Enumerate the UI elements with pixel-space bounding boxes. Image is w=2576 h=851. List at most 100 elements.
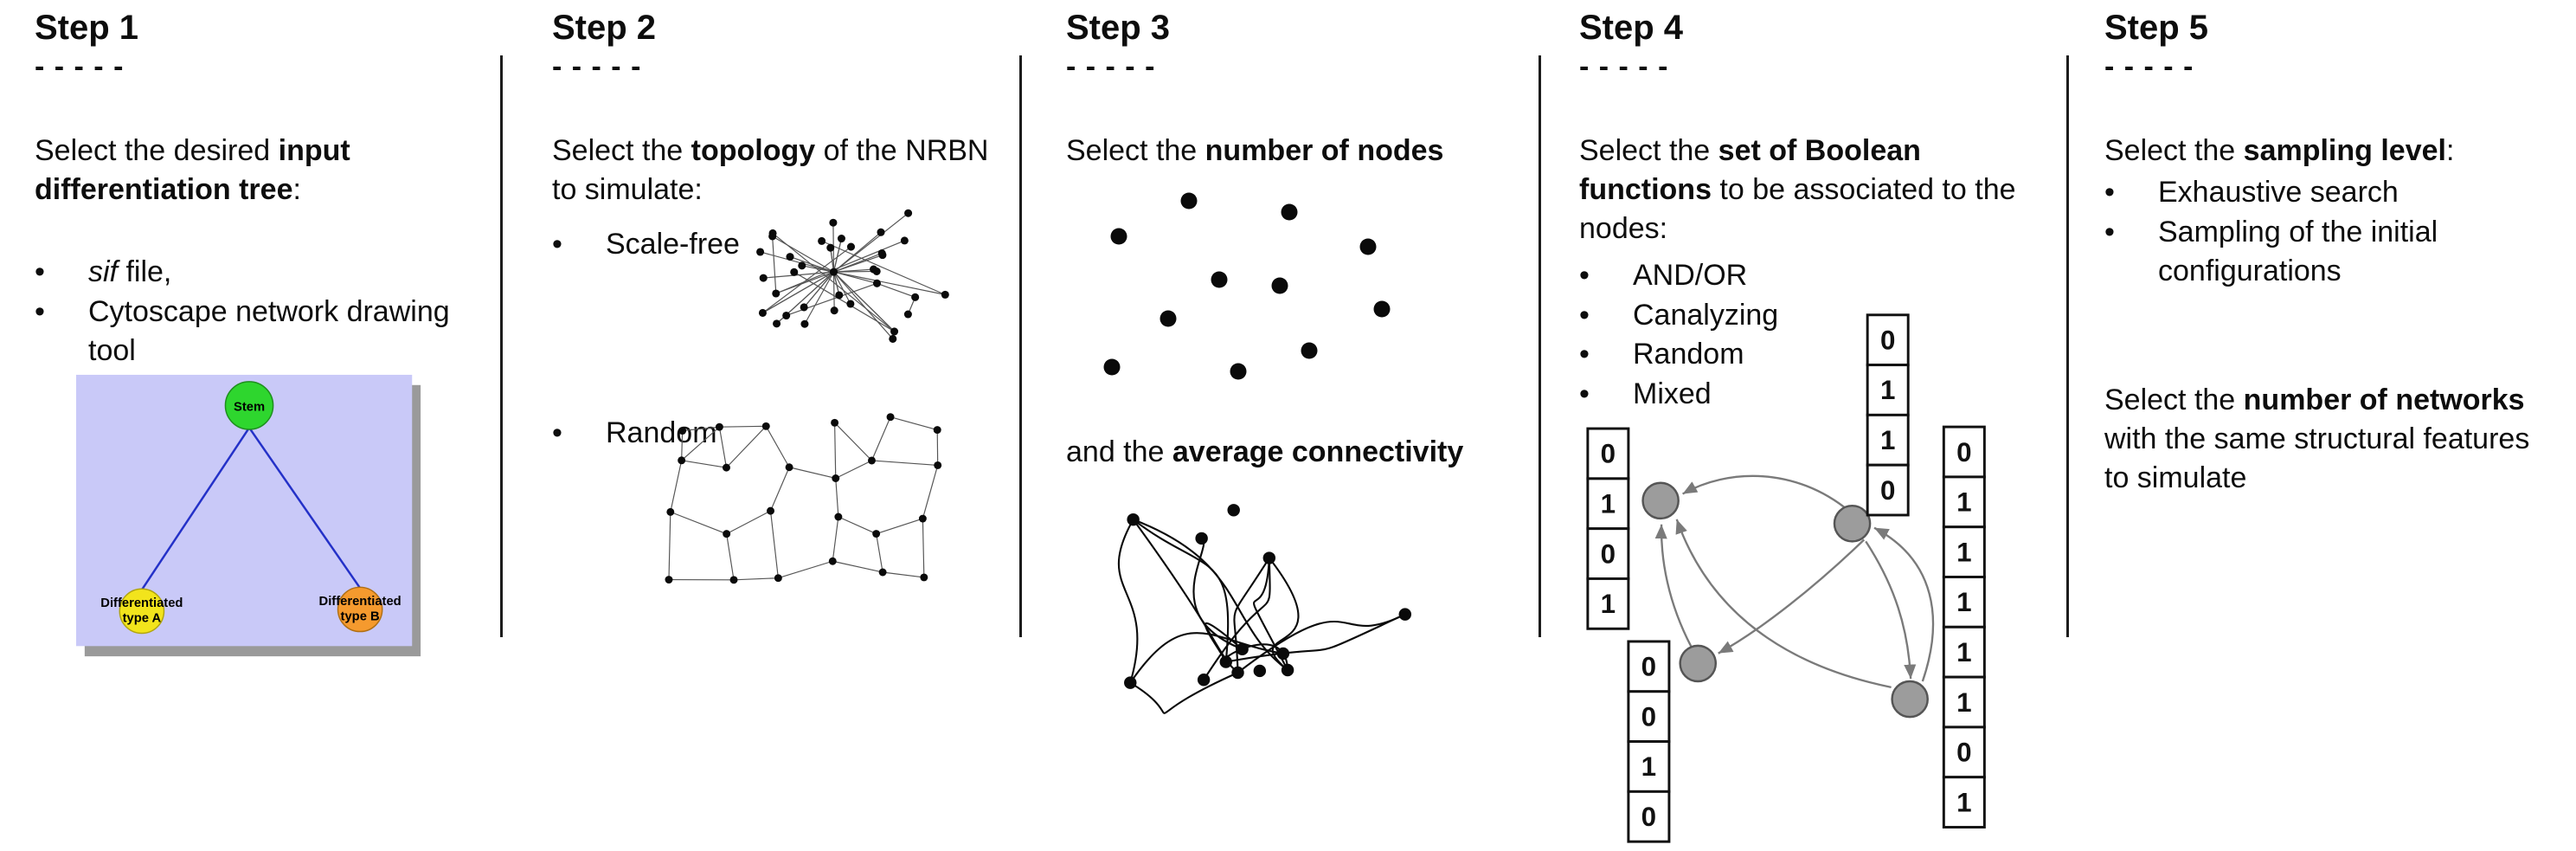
- svg-text:0: 0: [1641, 701, 1656, 732]
- bullet-text: AND/OR: [1633, 259, 1748, 292]
- svg-text:0: 0: [1880, 325, 1895, 355]
- leaf-a-label-line1: Differentiated: [100, 596, 183, 610]
- svg-text:0: 0: [1641, 802, 1656, 832]
- step-title: Step 2: [552, 9, 657, 47]
- step-second-text: Select the number of networks with the s…: [2104, 381, 2559, 499]
- step-second-text: and the average connectivity: [1066, 433, 1529, 472]
- intro-bold: sampling level: [2243, 134, 2446, 167]
- svg-text:1: 1: [1956, 537, 1971, 567]
- bullet-marker: •: [552, 416, 562, 449]
- bullet-item: • Sampling of the initial configurations: [2104, 213, 2559, 292]
- average-connectivity-illustration: [1117, 504, 1412, 714]
- svg-text:1: 1: [1880, 375, 1895, 405]
- svg-text:0: 0: [1956, 738, 1971, 768]
- step-intro: Select the desired input differentiation…: [35, 132, 467, 210]
- step-2-column: Step 2 - - - - - Select the topology of …: [552, 0, 1006, 851]
- dashed-separator: - - - - -: [552, 50, 642, 83]
- step-intro: Select the set of Boolean functions to b…: [1579, 132, 2051, 249]
- leaf-b-label-line2: type B: [341, 610, 380, 624]
- bullet-item: • Random: [552, 414, 1002, 454]
- step-title: Step 4: [1579, 9, 1684, 47]
- dashed-separator: - - - - -: [2104, 50, 2194, 83]
- intro-bold: set of Boolean functions: [1579, 134, 1921, 207]
- second-bold: number of networks: [2243, 384, 2525, 416]
- bullet-item: • AND/OR: [1579, 256, 2051, 296]
- scale-free-network-illustration: [756, 209, 949, 343]
- intro-pre: Select the: [1066, 134, 1205, 167]
- bullet-item: • Cytoscape network drawing tool: [35, 293, 467, 371]
- step-intro: Select the sampling level:: [2104, 132, 2559, 171]
- bullet-marker: •: [1579, 298, 1590, 332]
- intro-pre: Select the desired: [35, 134, 279, 167]
- second-pre: and the: [1066, 435, 1172, 468]
- step-intro: Select the number of nodes: [1066, 132, 1529, 171]
- tree-edge-b: [248, 427, 362, 589]
- random-network-illustration: [665, 413, 942, 584]
- svg-text:1: 1: [1956, 487, 1971, 518]
- step-4-column: Step 4 - - - - - Select the set of Boole…: [1579, 0, 2051, 851]
- intro-post: of the NRBN to simulate:: [552, 134, 989, 207]
- bullet-marker: •: [35, 294, 45, 328]
- step-title: Step 3: [1066, 9, 1171, 47]
- leaf-a-label-line2: type A: [123, 612, 162, 626]
- step-3-column: Step 3 - - - - - Select the number of no…: [1066, 0, 1529, 851]
- step-5-column: Step 5 - - - - - Select the sampling lev…: [2104, 0, 2559, 851]
- differentiation-tree-illustration: Stem Differentiated type A Differentiate…: [76, 374, 421, 657]
- sampling-bullet-list: • Exhaustive search • Sampling of the in…: [2104, 173, 2559, 292]
- intro-post: :: [292, 173, 301, 207]
- bullet-item: • Canalyzing: [1579, 296, 2051, 336]
- bullet-marker: •: [1579, 259, 1590, 292]
- bullet-text: Random: [606, 416, 717, 449]
- column-divider: [1019, 55, 1022, 637]
- bullet-item: • sif file,: [35, 253, 467, 293]
- intro-pre: Select the: [2104, 134, 2244, 167]
- bullet-item: • Random: [1579, 335, 2051, 375]
- svg-text:1: 1: [1880, 425, 1895, 455]
- nodes-dots-illustration: [1103, 192, 1391, 380]
- bullet-text: Cytoscape network drawing tool: [88, 294, 450, 368]
- bullet-text: Canalyzing: [1633, 298, 1779, 332]
- bullet-rest-text: file,: [118, 255, 172, 288]
- bullet-text: Exhaustive search: [2158, 176, 2399, 209]
- bullet-text: Random: [1633, 338, 1744, 371]
- bullet-marker: •: [35, 255, 45, 288]
- stem-label: Stem: [234, 400, 265, 414]
- step-title: Step 1: [35, 9, 139, 47]
- scale-free-bullet: • Scale-free: [552, 225, 1002, 265]
- bullet-marker: •: [1579, 338, 1590, 371]
- dashed-separator: - - - - -: [35, 50, 125, 83]
- intro-bold: number of nodes: [1204, 134, 1444, 167]
- bullet-item: • Scale-free: [552, 225, 1002, 265]
- boolean-functions-bullet-list: • AND/OR • Canalyzing • Random • Mixed: [1579, 256, 2051, 414]
- random-bullet: • Random: [552, 414, 1002, 454]
- bullet-text: Mixed: [1633, 377, 1712, 410]
- column-divider: [2066, 55, 2069, 637]
- intro-pre: Select the: [1579, 134, 1718, 167]
- tree-edge-a: [140, 427, 251, 590]
- leaf-b-node: [337, 586, 383, 633]
- intro-pre: Select the: [552, 134, 691, 167]
- bullet-italic-text: sif: [88, 255, 118, 288]
- bullet-marker: •: [2104, 176, 2115, 209]
- bullet-item: • Exhaustive search: [2104, 173, 2559, 213]
- bullet-item: • Mixed: [1579, 375, 2051, 415]
- second-post: with the same structural features to sim…: [2104, 422, 2530, 495]
- step-1-bullet-list: • sif file, • Cytoscape network drawing …: [35, 253, 467, 371]
- bullet-marker: •: [2104, 215, 2115, 248]
- svg-text:0: 0: [1601, 538, 1616, 569]
- second-bold: average connectivity: [1172, 435, 1464, 468]
- stem-node: [224, 381, 274, 430]
- svg-text:1: 1: [1601, 489, 1616, 519]
- leaf-b-label-line1: Differentiated: [319, 595, 401, 609]
- svg-text:1: 1: [1601, 589, 1616, 619]
- bullet-text: Sampling of the initial configurations: [2158, 215, 2438, 288]
- svg-text:1: 1: [1956, 587, 1971, 617]
- svg-text:0: 0: [1641, 652, 1656, 682]
- svg-text:1: 1: [1956, 637, 1971, 667]
- intro-post: to be associated to the nodes:: [1579, 173, 2016, 246]
- intro-post: :: [2445, 134, 2455, 167]
- bullet-text: Scale-free: [606, 228, 740, 261]
- step-title: Step 5: [2104, 9, 2209, 47]
